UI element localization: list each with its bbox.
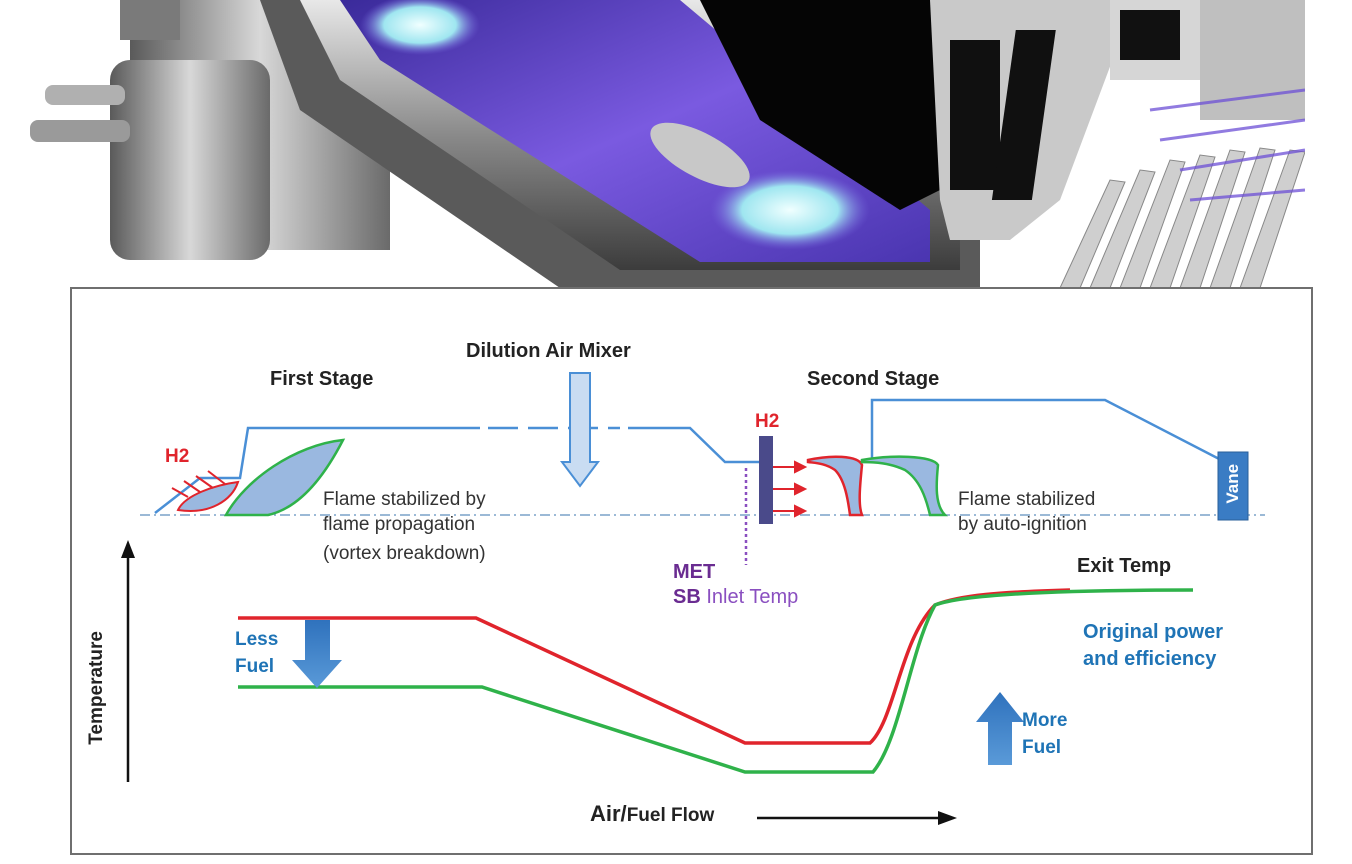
inlet-temp-label: Inlet Temp — [706, 586, 799, 608]
temperature-curve-red — [238, 588, 1071, 745]
flame-first-line-3: (vortex breakdown) — [323, 543, 486, 564]
liner-to-second-stage — [628, 426, 760, 464]
vane-label: Vane — [1223, 463, 1243, 504]
more-fuel-line-2: Fuel — [1022, 737, 1062, 758]
h2-injection-arrows-second — [773, 460, 808, 518]
more-fuel-arrow — [976, 692, 1024, 765]
exit-temp-label: Exit Temp — [1077, 555, 1172, 577]
flow-axis-arrow — [757, 811, 957, 825]
temperature-axis-label: Temperature — [86, 631, 108, 745]
sb-label: SB — [673, 586, 701, 608]
flame-first-line-1: Flame stabilized by — [323, 489, 486, 510]
air-label: Air/ — [590, 801, 627, 826]
more-fuel-line-1: More — [1022, 710, 1068, 731]
second-stage-flame-green — [860, 455, 949, 517]
dilution-air-arrow — [560, 372, 600, 488]
less-fuel-arrow — [292, 620, 342, 688]
diagram-frame — [70, 287, 1313, 855]
temperature-curve-green — [238, 588, 1194, 774]
second-stage-label: Second Stage — [807, 368, 940, 390]
sb-inlet-temp-label: SB Inlet Temp — [673, 586, 798, 609]
dilution-air-mixer-label: Dilution Air Mixer — [466, 340, 631, 362]
first-stage-flame — [223, 438, 346, 517]
second-stage-flame-red — [806, 455, 864, 517]
original-power-line-2: and efficiency — [1083, 648, 1217, 670]
second-stage-injector — [759, 436, 773, 524]
fuel-flow-label: Fuel Flow — [626, 805, 715, 826]
met-label: MET — [673, 561, 716, 583]
vane-block — [1217, 451, 1249, 521]
flame-first-line-2: flame propagation — [323, 514, 476, 535]
h2-label-first: H2 — [165, 446, 190, 467]
less-fuel-line-2: Fuel — [235, 656, 275, 677]
temperature-axis-arrow — [121, 540, 135, 782]
less-fuel-line-1: Less — [235, 629, 279, 650]
combustor-cutaway-image — [0, 0, 1352, 288]
h2-label-second: H2 — [755, 411, 780, 432]
first-stage-small-flame — [176, 480, 240, 512]
liner-first-stage — [154, 426, 480, 514]
liner-second-stage — [860, 398, 1226, 464]
flame-second-line-2: by auto-ignition — [958, 514, 1087, 535]
h2-injection-arrows-first — [171, 470, 226, 498]
first-stage-label: First Stage — [270, 368, 374, 390]
flow-axis-label: Air/Fuel Flow — [590, 801, 714, 827]
flame-second-line-1: Flame stabilized — [958, 489, 1096, 510]
original-power-line-1: Original power — [1083, 621, 1224, 643]
